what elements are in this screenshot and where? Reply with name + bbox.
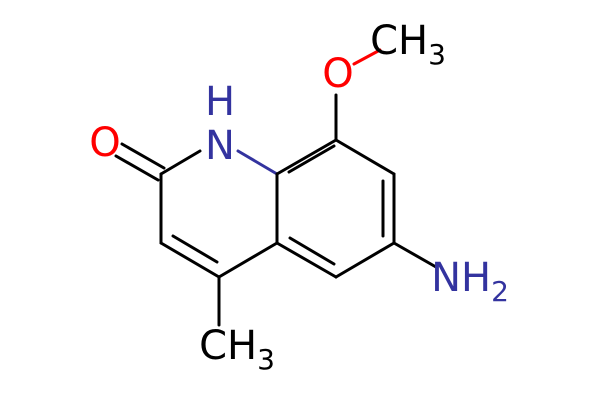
amino-subscript: 2 (491, 275, 509, 308)
bond-c8-c7 (334, 138, 396, 176)
bond-c2-o-double-b (114, 154, 160, 182)
bond-c2-o-double-a (120, 142, 166, 170)
amino-label: NH2 (431, 255, 509, 308)
ring-methyl-main: CH (199, 323, 257, 369)
bond-c8a-c8-inner (287, 144, 336, 174)
methoxy-methyl-label: CH3 (370, 18, 446, 71)
carbonyl-oxygen-label: O (89, 120, 120, 166)
bond-methoxy-o-ch3 (352, 48, 382, 66)
ring-nh-nitrogen-label: N (205, 123, 235, 169)
bond-n1-c8a (236, 149, 279, 176)
atom-labels: O H N O CH3 NH2 CH3 (89, 18, 509, 376)
ring-methyl-label: CH3 (199, 323, 275, 376)
bond-c5-c4a (275, 241, 338, 279)
ring-methyl-subscript: 3 (257, 343, 275, 376)
amino-main: NH (431, 255, 491, 301)
bond-c6-amino (392, 241, 438, 269)
methoxy-oxygen-label: O (322, 51, 353, 97)
ring-nh-hydrogen-label: H (205, 79, 235, 125)
bond-c3-c4-inner (171, 234, 219, 264)
methoxy-methyl-subscript: 3 (428, 38, 446, 71)
bonds (114, 48, 438, 327)
bond-c2-n1 (159, 149, 202, 176)
bond-c5-c4a-inner (288, 236, 336, 266)
bond-c4-c4a (217, 241, 279, 279)
bond-c6-c5 (334, 241, 396, 279)
bond-c3-c4 (159, 241, 221, 279)
bond-c8a-c8 (275, 138, 338, 176)
methoxy-methyl-main: CH (370, 18, 428, 64)
